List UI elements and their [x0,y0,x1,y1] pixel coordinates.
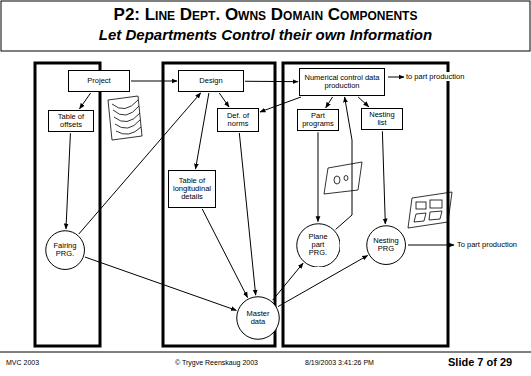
node-text: Numerical control data production [303,74,381,91]
flow-label: To part production [457,240,517,249]
flow-connector [196,93,209,169]
node-label: Numerical control data production [303,74,381,91]
node-text: Plane part PRG. [303,233,333,258]
flow-connector [326,97,333,108]
node-text: Master data [242,310,274,327]
node-text: Project [87,77,110,85]
process-box: Project [68,70,130,92]
node-label: Plane part PRG. [303,233,333,258]
node-label: Def. of norms [221,112,255,129]
flow-connector [79,93,201,234]
nesting-sketch [408,192,452,228]
node-text: Table of offsets [52,113,90,130]
header-frame [1,1,530,51]
footer-text: 8/19/2003 3:41:26 PM [305,359,374,366]
node-label: Master data [242,310,274,327]
program-circle: Nesting PRG [366,225,406,265]
flow-label: to part production [406,72,464,81]
circle-shape [296,223,339,266]
node-text: Nesting PRG [371,237,401,254]
circle-shape [237,297,280,340]
node-label: Part programs [301,112,335,129]
flow-connector [382,131,385,224]
database-circle: Master data [236,296,280,340]
data-table: Def. of norms [217,108,259,132]
slide-number: Slide 7 of 29 [448,356,512,368]
flow-connector [317,132,318,221]
plate-sketch [324,162,362,194]
node-text: Design [199,77,222,85]
flow-connector [260,97,301,112]
output-arrow [388,77,404,78]
footer-text: MVC 2003 [6,359,39,366]
data-table: Part programs [297,109,339,132]
node-text: Def. of norms [221,112,255,129]
flow-connector [85,257,236,310]
department-frame [35,63,100,346]
circle-shape [46,231,85,270]
node-label: Table of offsets [52,113,90,130]
data-table: Table of offsets [48,110,94,133]
node-label: Fairing PRG. [50,242,80,259]
flow-connector [358,97,369,107]
node-text: Part programs [301,112,335,129]
flow-connector [202,209,247,298]
node-label: Nesting PRG [371,237,401,254]
circle-shape [367,226,406,265]
flow-connector [239,133,255,295]
node-label: Project [87,77,110,85]
node-label: Table of longitudinal details [172,177,212,202]
flow-connector [245,81,298,82]
output-arrow [408,245,454,246]
process-box: Design [178,70,244,92]
footer-rule [0,352,531,353]
process-box: Numerical control data production [299,68,385,96]
footer-text: © Trygve Reenskaug 2003 [175,359,258,366]
flow-connector [66,133,70,229]
program-circle: Fairing PRG. [45,230,85,270]
node-label: Design [199,77,222,85]
node-text: Table of longitudinal details [172,177,212,202]
data-table: Table of longitudinal details [168,170,216,208]
flow-connector [131,81,177,82]
hull-sketch [108,96,142,140]
flow-connector [80,93,91,109]
program-circle: Plane part PRG. [296,223,341,268]
data-table: Nesting list [361,108,403,131]
node-text: Nesting list [365,111,399,128]
node-text: Fairing PRG. [50,242,80,259]
slide-subtitle: Let Departments Control their own Inform… [0,26,531,43]
node-label: Nesting list [365,111,399,128]
slide-title: P2: Line Dept. Owns Domain Components [0,5,531,25]
flow-connector [219,93,229,107]
department-frame [283,63,448,346]
